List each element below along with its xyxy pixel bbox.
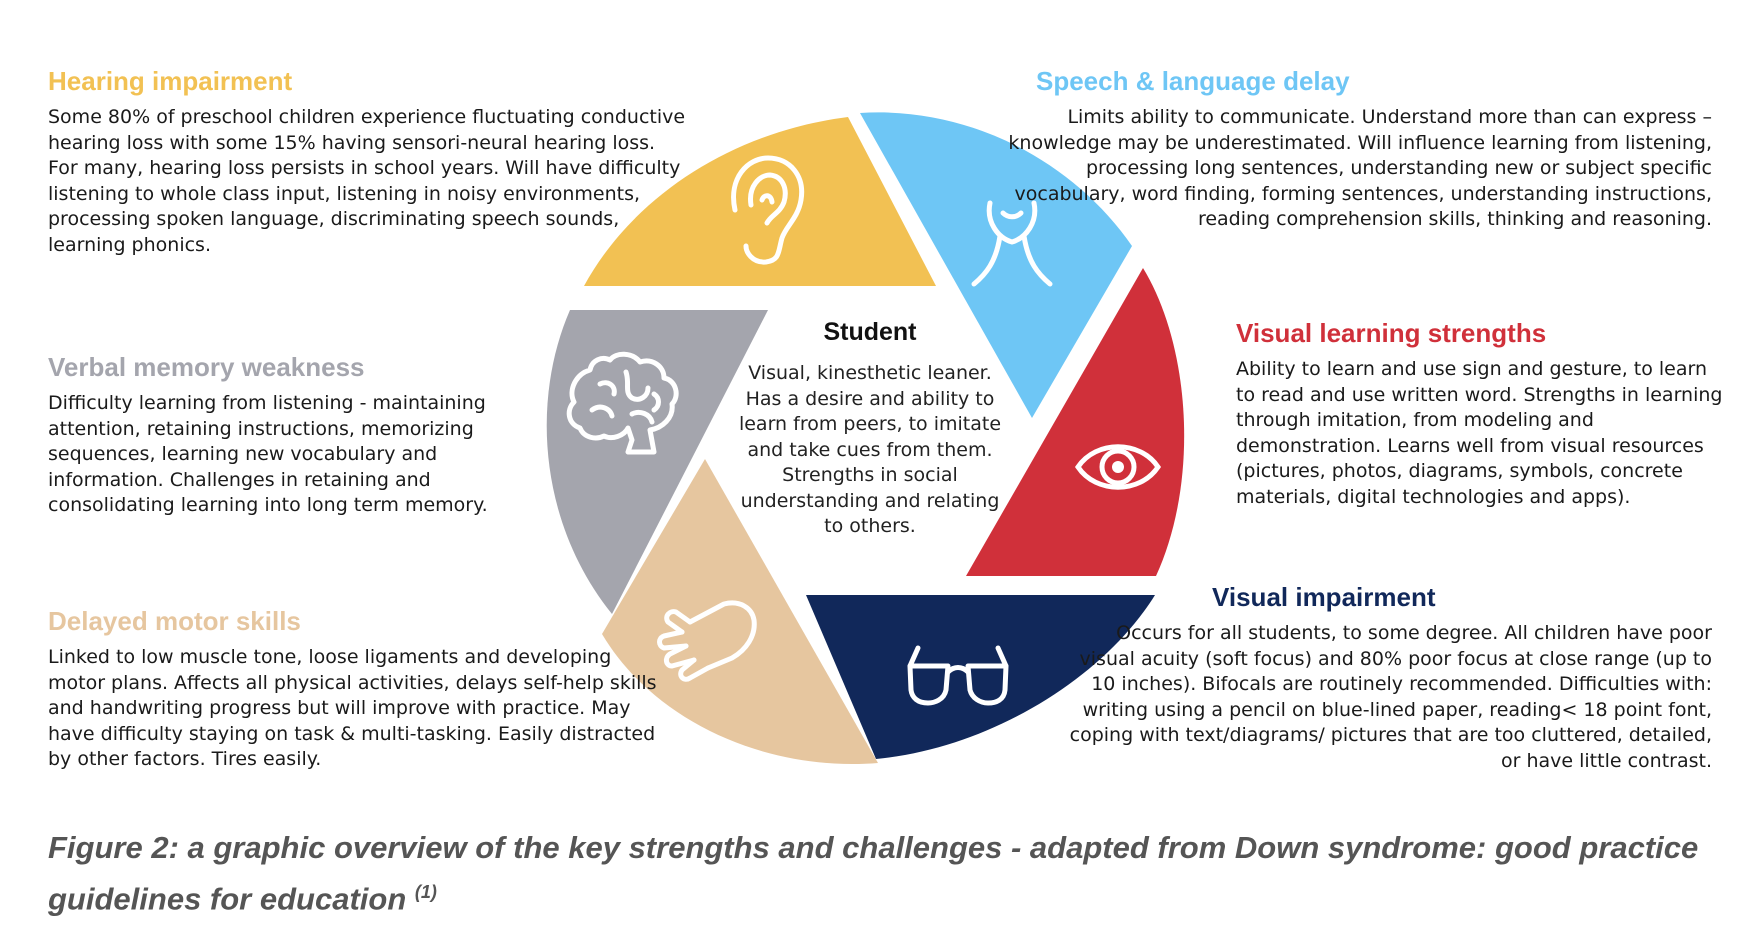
visual-impairment-block: Visual impairment Occurs for all student… — [1060, 582, 1712, 774]
verbal-title: Verbal memory weakness — [48, 352, 365, 382]
hearing-title: Hearing impairment — [48, 66, 293, 96]
visual-strengths-block: Visual learning strengths Ability to lea… — [1236, 318, 1726, 510]
motor-title: Delayed motor skills — [48, 606, 301, 636]
speech-title: Speech & language delay — [1036, 66, 1350, 96]
hearing-body: Some 80% of preschool children experienc… — [48, 106, 686, 256]
figure-caption: Figure 2: a graphic overview of the key … — [48, 826, 1738, 921]
center-student: Student Visual, kinesthetic leaner. Has … — [734, 318, 1006, 540]
visual-impairment-body: Occurs for all students, to some degree.… — [1069, 622, 1712, 772]
visual-impairment-title: Visual impairment — [1212, 582, 1436, 612]
hand-icon — [657, 600, 757, 682]
speech-body: Limits ability to communicate. Understan… — [1008, 106, 1712, 231]
face-icon — [971, 200, 1053, 287]
verbal-body: Difficulty learning from listening - mai… — [48, 392, 488, 517]
segment-visual-strengths — [966, 268, 1185, 576]
caption-reference: (1) — [414, 882, 437, 902]
glasses-icon — [907, 645, 1009, 706]
hearing-block: Hearing impairment Some 80% of preschool… — [48, 66, 688, 258]
motor-body: Linked to low muscle tone, loose ligamen… — [48, 646, 657, 771]
caption-text: Figure 2: a graphic overview of the key … — [48, 830, 1699, 917]
speech-block: Speech & language delay Limits ability t… — [1000, 66, 1712, 233]
segment-motor — [602, 459, 878, 765]
eye-icon — [1074, 444, 1162, 490]
brain-icon — [566, 351, 679, 455]
center-body: Visual, kinesthetic leaner. Has a desire… — [738, 362, 1002, 537]
visual-strengths-body: Ability to learn and use sign and gestur… — [1236, 358, 1723, 508]
segment-speech — [860, 112, 1132, 418]
visual-strengths-title: Visual learning strengths — [1236, 318, 1547, 348]
center-title: Student — [823, 318, 917, 346]
verbal-block: Verbal memory weakness Difficulty learni… — [48, 352, 508, 519]
ear-icon — [731, 155, 805, 265]
segment-verbal — [546, 310, 768, 614]
segment-visual-impairment — [806, 595, 1155, 759]
motor-block: Delayed motor skills Linked to low muscl… — [48, 606, 668, 773]
